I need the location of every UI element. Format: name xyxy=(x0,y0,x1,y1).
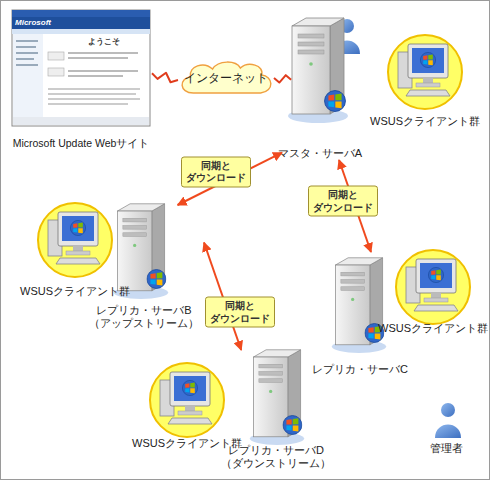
site-heading: ようこそ xyxy=(88,36,120,47)
node-label: WSUSクライアント群 xyxy=(132,437,242,450)
admin-icon xyxy=(435,403,461,438)
edge-label: 同期と ダウンロード xyxy=(308,186,378,217)
node-label: Microsoft Update Webサイト xyxy=(13,137,150,150)
admin-label: 管理者 xyxy=(430,441,463,456)
node-label: レプリカ・サーバC xyxy=(312,363,408,376)
client-group: WSUSクライアント群 xyxy=(17,198,133,298)
replica-server: レプリカ・サーバC xyxy=(305,252,415,376)
client-group: WSUSクライアント群 xyxy=(370,30,480,128)
website-screenshot xyxy=(12,10,150,126)
node-label: インターネット xyxy=(176,71,276,85)
node-label: レプリカ・サーバB （アップストリーム） xyxy=(85,304,203,330)
server-icon xyxy=(114,204,168,299)
network-link xyxy=(152,73,178,82)
client-group: WSUSクライアント群 xyxy=(378,245,488,335)
network-link xyxy=(274,75,291,82)
node-label: WSUSクライアント群 xyxy=(378,322,488,335)
node-label: レプリカ・サーバD （ダウンストリーム） xyxy=(217,444,335,470)
client-icon xyxy=(150,363,224,437)
node-label: WSUSクライアント群 xyxy=(20,285,130,298)
client-icon xyxy=(396,250,470,324)
server-icon xyxy=(288,18,348,123)
replica-server: レプリカ・サーバD （ダウンストリーム） xyxy=(218,350,334,470)
site-logo: Microsoft xyxy=(15,18,51,27)
client-icon xyxy=(388,35,462,109)
server-icon xyxy=(332,258,386,353)
edge-label: 同期と ダウンロード xyxy=(205,297,275,328)
sync-arrow xyxy=(178,153,282,205)
replica-server: レプリカ・サーバB （アップストリーム） xyxy=(84,205,204,330)
node-label: マスタ・サーバA xyxy=(278,147,362,160)
master-server: マスタ・サーバA xyxy=(282,14,358,160)
website-node: Microsoft Update Webサイト xyxy=(10,8,152,150)
node-label: WSUSクライアント群 xyxy=(370,115,480,128)
client-group: WSUSクライアント群 xyxy=(130,358,244,450)
edge-label: 同期と ダウンロード xyxy=(181,156,251,187)
server-icon xyxy=(250,350,304,445)
internet-cloud: インターネット xyxy=(176,58,276,98)
client-icon xyxy=(38,203,112,277)
